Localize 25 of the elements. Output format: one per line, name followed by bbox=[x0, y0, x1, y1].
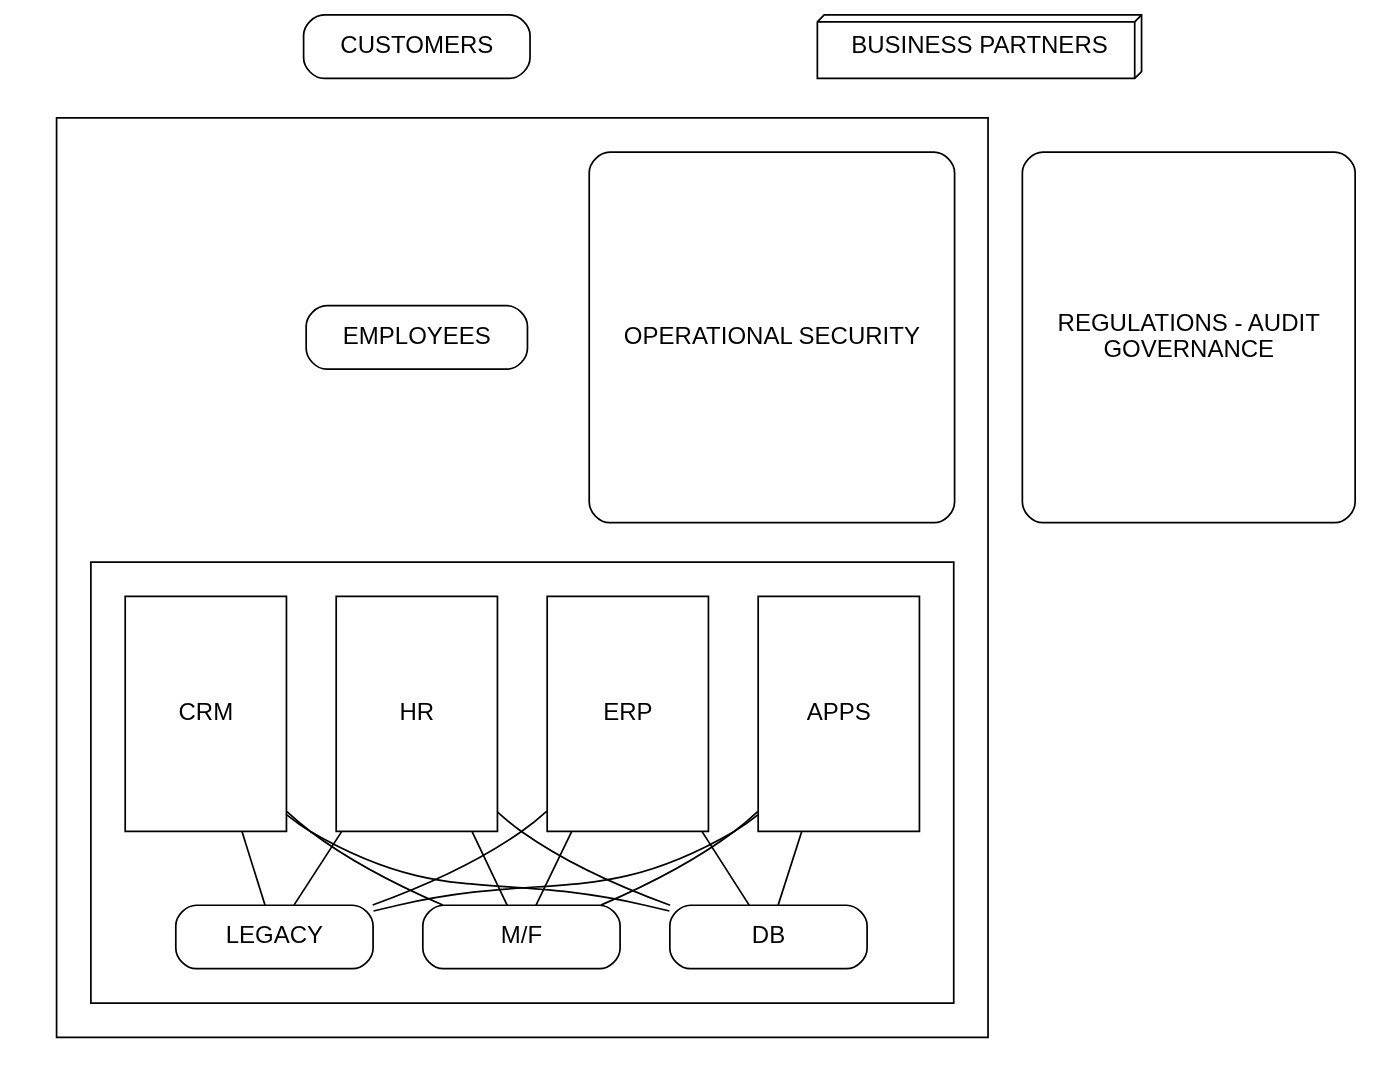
connector bbox=[241, 831, 266, 906]
connector bbox=[535, 831, 573, 906]
node-box: DB bbox=[669, 904, 868, 970]
connector bbox=[599, 810, 759, 906]
connector bbox=[372, 814, 759, 912]
node-box: LEGACY bbox=[174, 904, 374, 970]
connector bbox=[496, 811, 671, 907]
connector bbox=[371, 810, 548, 906]
cluster bbox=[90, 561, 955, 1004]
node-box: CUSTOMERS bbox=[302, 14, 531, 80]
connector bbox=[471, 831, 508, 906]
node-box: APPS bbox=[757, 595, 921, 833]
connector bbox=[777, 831, 803, 906]
node-box: CRM bbox=[124, 595, 288, 833]
node-box: ERP bbox=[546, 595, 710, 833]
node-box: M/F bbox=[421, 904, 621, 970]
connector bbox=[285, 814, 671, 912]
connector bbox=[293, 831, 343, 906]
cluster bbox=[55, 117, 989, 1039]
node-box: REGULATIONS - AUDIT GOVERNANCE bbox=[1021, 151, 1356, 524]
node-box: HR bbox=[335, 595, 499, 833]
connector bbox=[286, 810, 444, 906]
connector bbox=[701, 831, 750, 906]
node-box: OPERATIONAL SECURITY bbox=[588, 151, 956, 524]
node-box: EMPLOYEES bbox=[305, 304, 529, 371]
